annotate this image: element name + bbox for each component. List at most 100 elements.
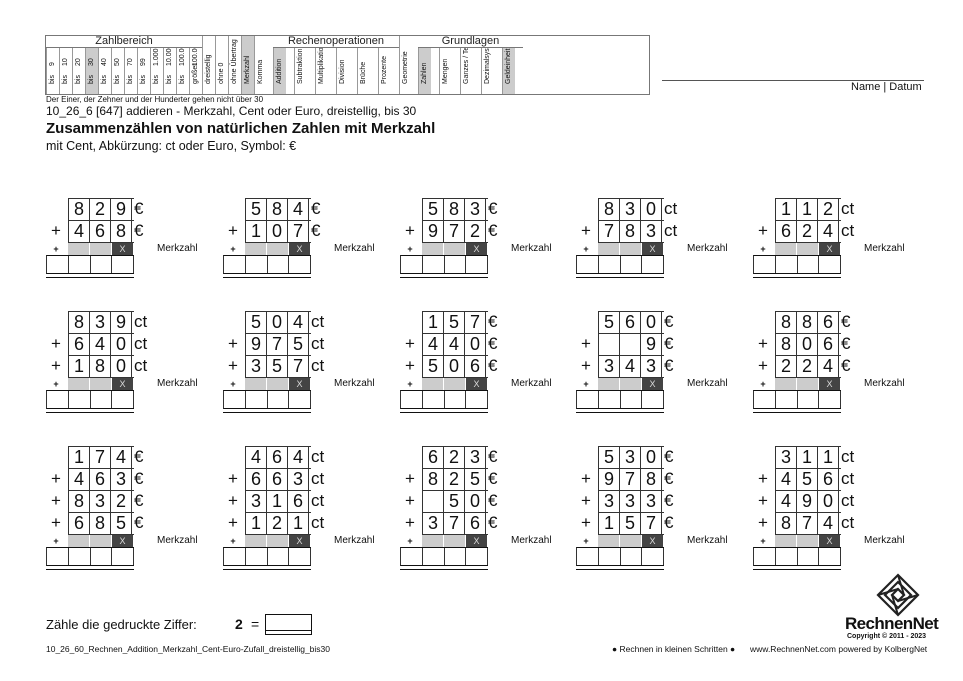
result-cell[interactable] <box>401 548 423 565</box>
result-cell[interactable] <box>621 391 643 408</box>
carry-cell[interactable] <box>267 535 289 547</box>
result-cells[interactable] <box>576 547 664 566</box>
result-cells[interactable] <box>400 390 488 409</box>
result-cell[interactable] <box>466 256 488 273</box>
result-cell[interactable] <box>69 256 91 273</box>
result-cell[interactable] <box>621 256 643 273</box>
carry-cell[interactable] <box>775 378 797 390</box>
carry-cell[interactable] <box>422 535 444 547</box>
result-cell[interactable] <box>401 391 423 408</box>
result-cell[interactable] <box>224 548 246 565</box>
result-cell[interactable] <box>599 548 621 565</box>
result-cell[interactable] <box>445 548 467 565</box>
result-cells[interactable] <box>223 390 311 409</box>
result-cell[interactable] <box>47 548 69 565</box>
result-cell[interactable] <box>69 548 91 565</box>
result-cell[interactable] <box>466 391 488 408</box>
result-cell[interactable] <box>819 548 841 565</box>
result-cell[interactable] <box>112 548 134 565</box>
result-cell[interactable] <box>621 548 643 565</box>
result-cell[interactable] <box>776 256 798 273</box>
carry-cell[interactable] <box>90 243 112 255</box>
result-cells[interactable] <box>400 547 488 566</box>
carry-cell[interactable] <box>598 378 620 390</box>
result-cell[interactable] <box>776 391 798 408</box>
result-cell[interactable] <box>91 256 113 273</box>
carry-cell[interactable] <box>422 243 444 255</box>
result-cell[interactable] <box>268 256 290 273</box>
result-cell[interactable] <box>91 391 113 408</box>
carry-cell[interactable] <box>90 378 112 390</box>
result-cell[interactable] <box>466 548 488 565</box>
carry-cell[interactable] <box>444 535 466 547</box>
result-cell[interactable] <box>47 391 69 408</box>
result-cell[interactable] <box>289 548 311 565</box>
result-cell[interactable] <box>776 548 798 565</box>
result-cells[interactable] <box>753 547 841 566</box>
carry-cell[interactable] <box>68 378 90 390</box>
result-cell[interactable] <box>289 256 311 273</box>
result-cells[interactable] <box>576 255 664 274</box>
carry-cell[interactable] <box>245 378 267 390</box>
carry-cell[interactable] <box>797 378 819 390</box>
carry-cell[interactable] <box>620 378 642 390</box>
carry-cell[interactable] <box>245 243 267 255</box>
result-cell[interactable] <box>401 256 423 273</box>
result-cell[interactable] <box>246 548 268 565</box>
carry-cell[interactable] <box>775 535 797 547</box>
carry-cell[interactable] <box>620 535 642 547</box>
result-cell[interactable] <box>577 391 599 408</box>
result-cell[interactable] <box>246 391 268 408</box>
result-cell[interactable] <box>798 391 820 408</box>
result-cell[interactable] <box>754 391 776 408</box>
result-cell[interactable] <box>246 256 268 273</box>
carry-cell[interactable] <box>444 243 466 255</box>
result-cell[interactable] <box>642 391 664 408</box>
carry-cell[interactable] <box>267 378 289 390</box>
carry-cell[interactable] <box>598 535 620 547</box>
carry-cell[interactable] <box>444 378 466 390</box>
result-cell[interactable] <box>112 391 134 408</box>
result-cell[interactable] <box>642 256 664 273</box>
result-cells[interactable] <box>223 547 311 566</box>
count-answer-box[interactable] <box>265 614 312 635</box>
result-cell[interactable] <box>642 548 664 565</box>
result-cells[interactable] <box>46 390 134 409</box>
carry-cell[interactable] <box>775 243 797 255</box>
result-cell[interactable] <box>91 548 113 565</box>
carry-cell[interactable] <box>422 378 444 390</box>
carry-cell[interactable] <box>267 243 289 255</box>
result-cells[interactable] <box>753 390 841 409</box>
result-cell[interactable] <box>112 256 134 273</box>
carry-cell[interactable] <box>598 243 620 255</box>
result-cell[interactable] <box>798 548 820 565</box>
carry-cell[interactable] <box>68 535 90 547</box>
result-cell[interactable] <box>599 391 621 408</box>
result-cell[interactable] <box>268 548 290 565</box>
result-cell[interactable] <box>289 391 311 408</box>
result-cell[interactable] <box>224 391 246 408</box>
carry-cell[interactable] <box>797 535 819 547</box>
result-cells[interactable] <box>46 547 134 566</box>
result-cell[interactable] <box>599 256 621 273</box>
result-cell[interactable] <box>577 256 599 273</box>
result-cell[interactable] <box>819 391 841 408</box>
carry-cell[interactable] <box>245 535 267 547</box>
carry-cell[interactable] <box>620 243 642 255</box>
result-cell[interactable] <box>445 256 467 273</box>
result-cells[interactable] <box>46 255 134 274</box>
result-cell[interactable] <box>268 391 290 408</box>
result-cell[interactable] <box>47 256 69 273</box>
carry-cell[interactable] <box>797 243 819 255</box>
result-cells[interactable] <box>576 390 664 409</box>
result-cell[interactable] <box>69 391 91 408</box>
result-cell[interactable] <box>754 548 776 565</box>
result-cell[interactable] <box>423 548 445 565</box>
result-cell[interactable] <box>445 391 467 408</box>
carry-cell[interactable] <box>90 535 112 547</box>
result-cell[interactable] <box>224 256 246 273</box>
result-cell[interactable] <box>577 548 599 565</box>
result-cell[interactable] <box>819 256 841 273</box>
result-cell[interactable] <box>754 256 776 273</box>
result-cells[interactable] <box>223 255 311 274</box>
